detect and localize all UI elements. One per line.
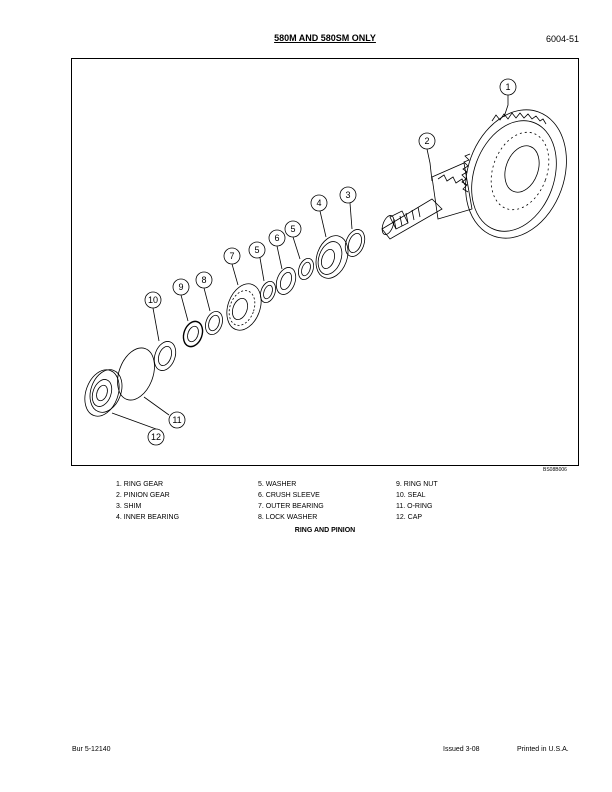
legend-item: 10. SEAL [396, 492, 426, 499]
callout-4: 4 [316, 198, 321, 208]
footer-issue-date: Issued 3-08 [443, 746, 480, 753]
callout-1: 1 [505, 82, 510, 92]
exploded-view-figure: 1 2 3 4 5 6 5 7 8 9 10 11 12 [71, 58, 579, 466]
figure-caption: RING AND PINION [294, 527, 356, 534]
legend-column-2: 5. WASHER 6. CRUSH SLEEVE 7. OUTER BEARI… [258, 479, 324, 523]
legend-item: 1. RING GEAR [116, 481, 164, 488]
legend-column-3: 9. RING NUT 10. SEAL 11. O-RING 12. CAP [396, 479, 438, 523]
ring-and-pinion-illustration: 1 2 3 4 5 6 5 7 8 9 10 11 12 [84, 78, 567, 446]
footer-printed-in: Printed in U.S.A. [517, 746, 569, 753]
legend-item: 4. INNER BEARING [116, 514, 180, 521]
ring-gear-drawing [461, 109, 567, 239]
pinion-gear-drawing [381, 162, 473, 240]
legend-column-1: 1. RING GEAR 2. PINION GEAR 3. SHIM 4. I… [116, 479, 179, 523]
callout-12: 12 [151, 432, 161, 442]
callout-8: 8 [201, 275, 206, 285]
legend-item: 8. LOCK WASHER [258, 514, 318, 521]
legend-item: 2. PINION GEAR [116, 492, 170, 499]
callout-3: 3 [345, 190, 350, 200]
callout-6: 6 [274, 233, 279, 243]
callout-5-upper: 5 [290, 224, 295, 234]
callout-11: 11 [172, 415, 181, 425]
figure-id: BS08B006 [543, 467, 567, 473]
legend-item: 3. SHIM [116, 503, 142, 510]
callout-10: 10 [148, 295, 158, 305]
page-number: 6004-51 [545, 34, 579, 44]
legend-item: 9. RING NUT [396, 481, 438, 488]
footer-document-number: Bur 5-12140 [72, 746, 111, 753]
callout-5-lower: 5 [254, 245, 259, 255]
callout-2: 2 [424, 136, 429, 146]
legend-item: 7. OUTER BEARING [258, 503, 324, 510]
page-title: 580M AND 580SM ONLY [274, 33, 376, 43]
legend-item: 5. WASHER [258, 481, 297, 488]
legend-item: 12. CAP [396, 514, 423, 521]
callout-7: 7 [229, 251, 234, 261]
legend-item: 11. O-RING [396, 503, 433, 510]
legend-item: 6. CRUSH SLEEVE [258, 492, 320, 499]
callout-markers [144, 78, 517, 446]
callout-9: 9 [178, 282, 183, 292]
callout-labels: 1 2 3 4 5 6 5 7 8 9 10 11 12 [148, 82, 511, 442]
